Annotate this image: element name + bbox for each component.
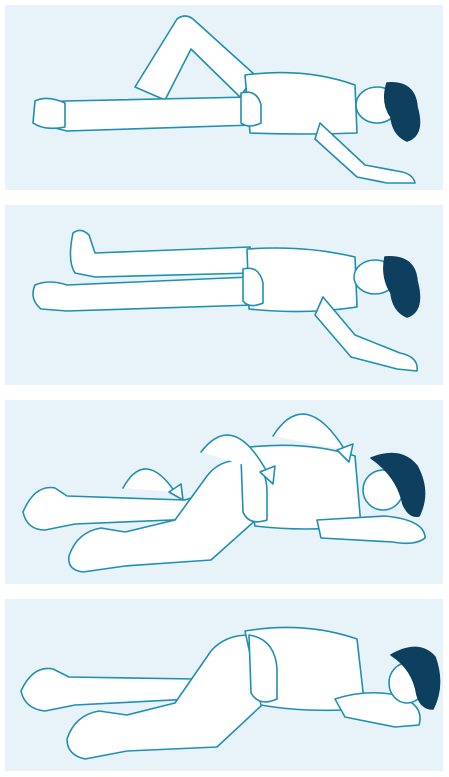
step-3-panel: [5, 400, 443, 584]
person-lying-on-back-arm-out-icon: [5, 205, 443, 385]
step-4-panel: [5, 599, 443, 771]
step-2-panel: [5, 205, 443, 385]
person-rolling-onto-side-icon: [5, 400, 443, 584]
step-1-panel: [5, 5, 443, 190]
person-lying-on-back-knee-raised-icon: [5, 5, 443, 190]
person-in-recovery-position-icon: [5, 599, 443, 771]
